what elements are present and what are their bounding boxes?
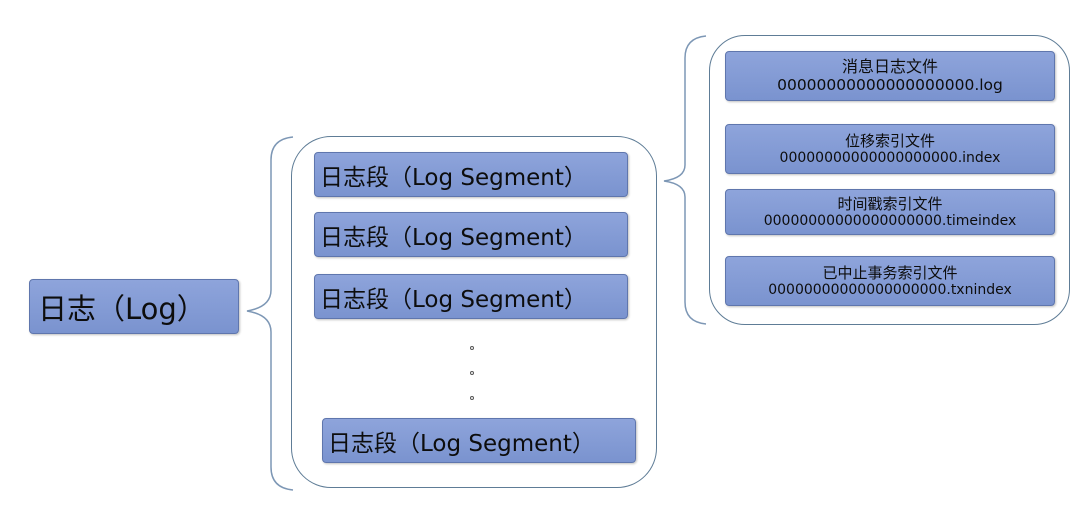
files-container bbox=[709, 35, 1070, 325]
file-filename: 00000000000000000000.log bbox=[777, 76, 1003, 95]
segment-box-4: 日志段（Log Segment） bbox=[322, 418, 636, 463]
segments-container bbox=[291, 136, 657, 488]
log-label: 日志（Log） bbox=[38, 291, 206, 326]
file-box-index: 位移索引文件 00000000000000000000.index bbox=[725, 124, 1055, 174]
file-filename: 00000000000000000000.index bbox=[779, 149, 1001, 166]
segment-label: 日志段（Log Segment） bbox=[320, 286, 587, 313]
segment-label: 日志段（Log Segment） bbox=[320, 224, 587, 251]
segment-box-2: 日志段（Log Segment） bbox=[314, 212, 628, 257]
file-name: 消息日志文件 bbox=[841, 57, 938, 77]
file-box-log: 消息日志文件 00000000000000000000.log bbox=[725, 51, 1055, 101]
file-filename: 00000000000000000000.timeindex bbox=[763, 212, 1017, 229]
segment-label: 日志段（Log Segment） bbox=[328, 430, 595, 457]
segment-box-1: 日志段（Log Segment） bbox=[314, 152, 628, 197]
left-brace bbox=[246, 136, 294, 491]
ellipsis-dot bbox=[470, 396, 474, 400]
file-filename: 00000000000000000000.txnindex bbox=[768, 281, 1012, 298]
segment-label: 日志段（Log Segment） bbox=[320, 164, 587, 191]
ellipsis-dot bbox=[470, 371, 474, 375]
segment-box-3: 日志段（Log Segment） bbox=[314, 274, 628, 319]
right-brace bbox=[663, 35, 707, 325]
file-name: 时间戳索引文件 bbox=[837, 194, 943, 213]
ellipsis-dot bbox=[470, 346, 474, 350]
file-box-txnindex: 已中止事务索引文件 00000000000000000000.txnindex bbox=[725, 256, 1055, 306]
log-node: 日志（Log） bbox=[29, 279, 239, 334]
file-name: 已中止事务索引文件 bbox=[822, 263, 958, 282]
file-box-timeindex: 时间戳索引文件 00000000000000000000.timeindex bbox=[725, 189, 1055, 235]
file-name: 位移索引文件 bbox=[844, 131, 935, 150]
